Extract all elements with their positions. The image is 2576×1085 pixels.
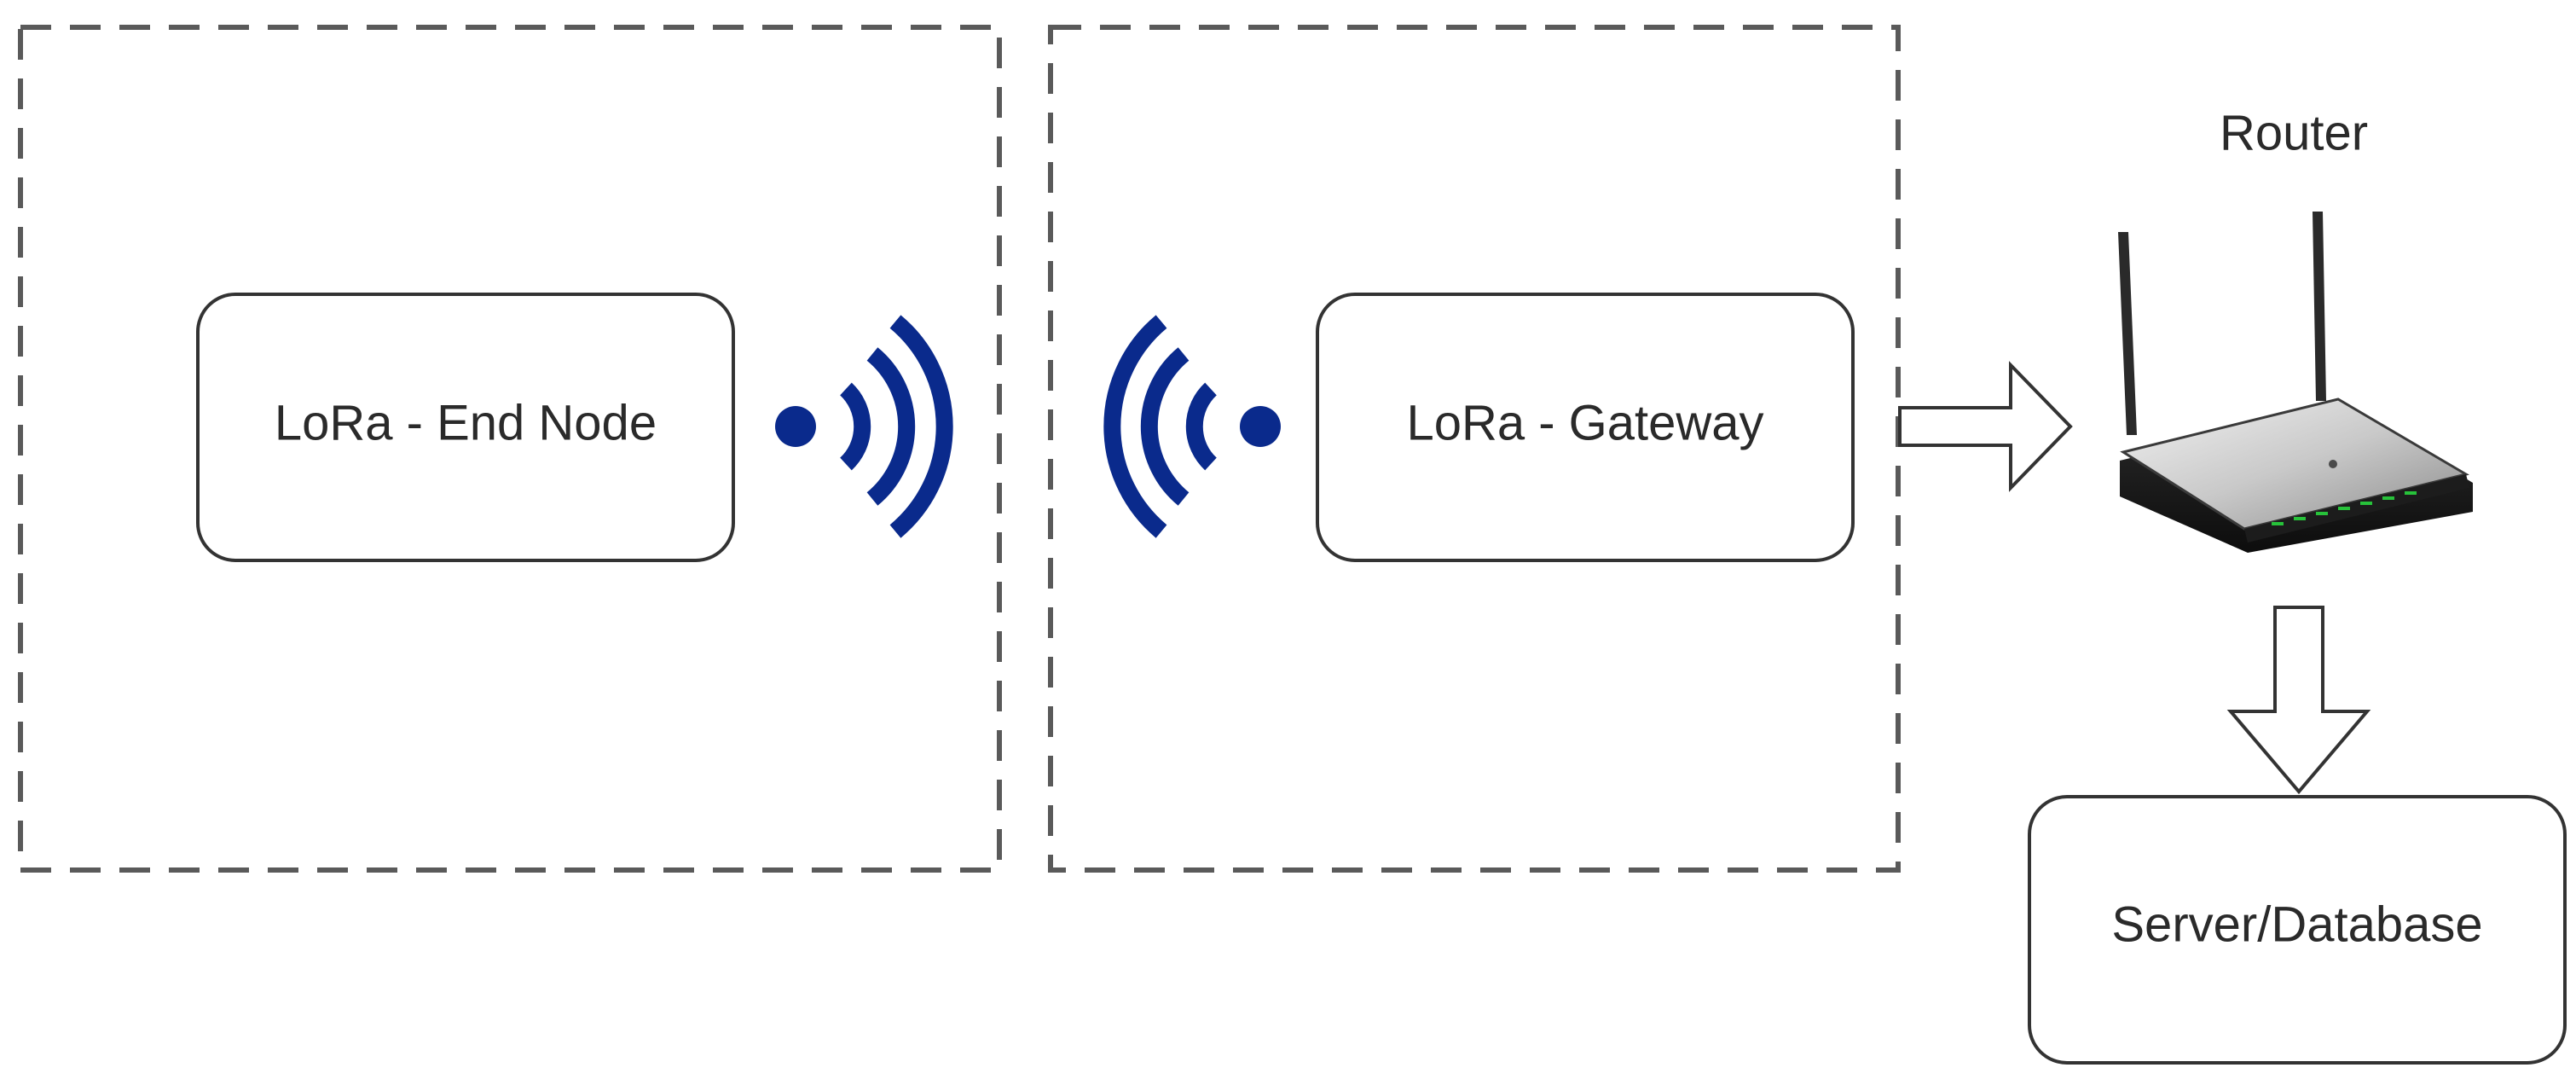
end-node-box[interactable]: LoRa - End Node — [196, 293, 735, 562]
router-label: Router — [2220, 105, 2368, 160]
gateway-label: LoRa - Gateway — [1406, 395, 1763, 450]
end-node-zone — [18, 25, 1002, 873]
gateway-to-router-arrow — [1898, 361, 2073, 492]
router-to-server-arrow — [2226, 606, 2371, 795]
server-database-label: Server/Database — [2111, 896, 2482, 952]
gateway-zone — [1048, 25, 1901, 873]
gateway-box[interactable]: LoRa - Gateway — [1316, 293, 1855, 562]
router-icon[interactable] — [2118, 212, 2473, 553]
end-node-label: LoRa - End Node — [275, 395, 657, 450]
wifi-signal-right-icon — [775, 315, 953, 538]
wifi-signal-left-icon — [1103, 315, 1281, 538]
server-database-box[interactable]: Server/Database — [2028, 795, 2567, 1065]
